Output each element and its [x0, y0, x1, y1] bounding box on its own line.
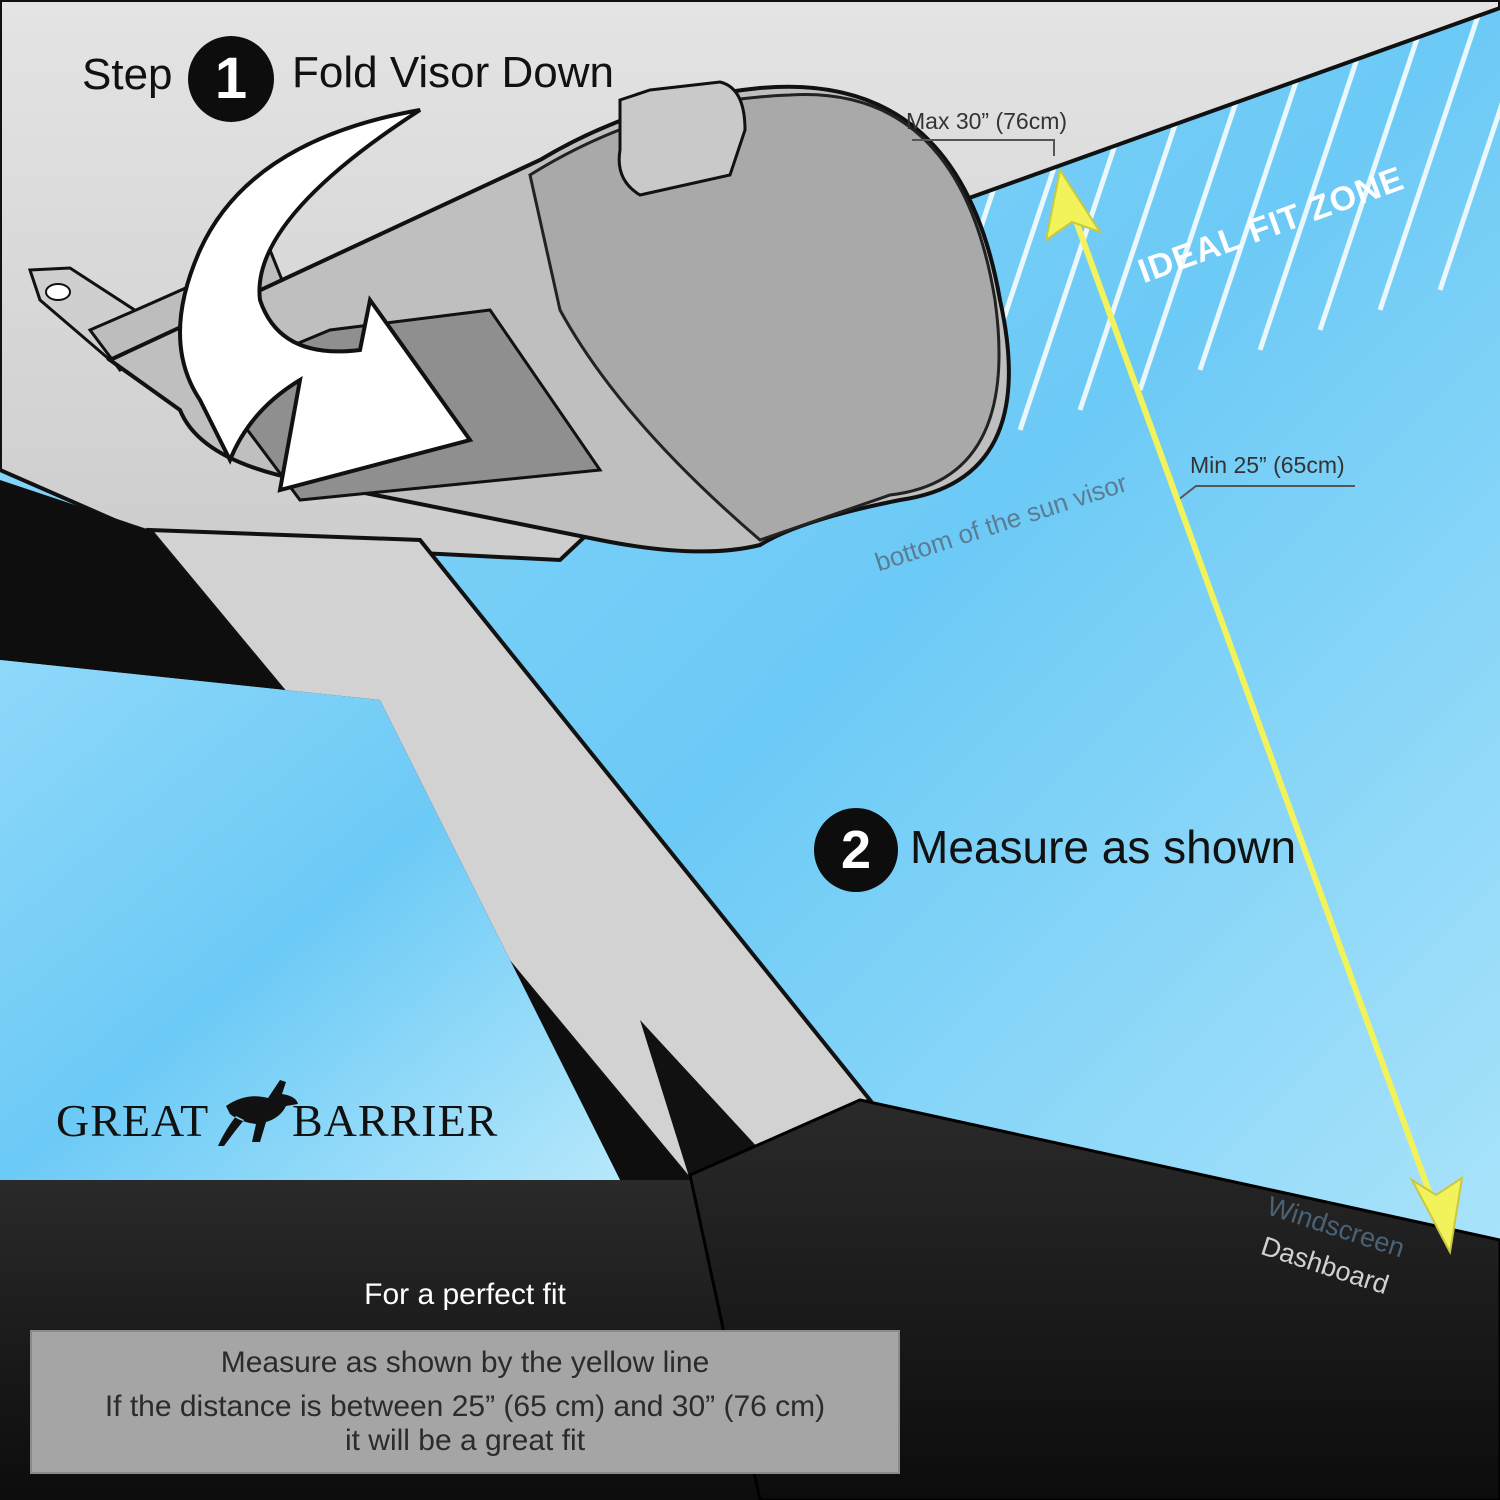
- kangaroo-icon: [218, 1080, 298, 1146]
- brand-logo: GREAT BARRIER: [56, 1070, 516, 1150]
- min-measure-label: Min 25” (65cm): [1190, 452, 1345, 478]
- step1-title: Fold Visor Down: [292, 48, 614, 97]
- pillar-inner-shadow: [640, 1020, 760, 1180]
- ideal-fit-hatching: [897, 0, 1500, 471]
- measure-arrow-top: [1044, 167, 1103, 243]
- min-tick: [1177, 485, 1355, 501]
- instruction-line-2: If the distance is between 25” (65 cm) a…: [104, 1390, 826, 1423]
- step2-title: Measure as shown: [910, 821, 1297, 873]
- instructions-heading: For a perfect fit: [364, 1278, 566, 1311]
- measure-line: [1069, 208, 1437, 1207]
- step1-word: Step: [82, 50, 173, 99]
- max-tick: [912, 139, 1055, 156]
- mount-hole: [45, 283, 71, 301]
- fold-down-arrow: [178, 108, 474, 493]
- measure-arrow-bottom: [1409, 1175, 1464, 1256]
- door-frame: [0, 660, 620, 1180]
- brand-name-left: GREAT: [56, 1095, 210, 1146]
- pillar-shadow: [0, 480, 690, 1180]
- max-measure-label: Max 30” (76cm): [906, 108, 1068, 134]
- step2-number-badge: 2: [814, 808, 898, 892]
- instructions-box: Measure as shown by the yellow line If t…: [30, 1330, 900, 1474]
- visor-clip: [617, 80, 747, 197]
- brand-name-right: BARRIER: [292, 1095, 499, 1146]
- instruction-line-1: Measure as shown by the yellow line: [220, 1346, 710, 1379]
- step1-number-badge: 1: [188, 36, 274, 122]
- instruction-line-3: it will be a great fit: [344, 1424, 586, 1457]
